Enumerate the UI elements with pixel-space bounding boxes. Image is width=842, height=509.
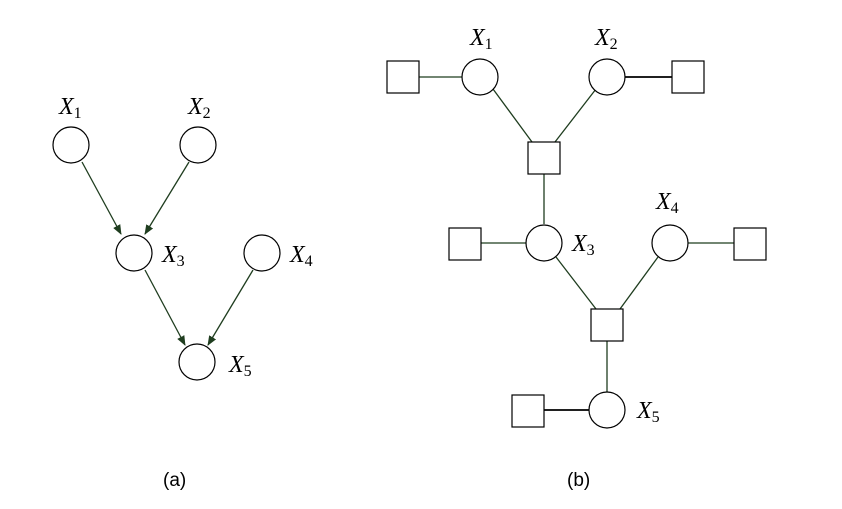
node-b-x4 <box>651 224 689 262</box>
edge-b-x4-f345 <box>619 256 659 310</box>
edge-b-x1-f123 <box>492 88 533 143</box>
label-a-x5: X5 <box>228 352 252 380</box>
label-b-x5: X5 <box>636 398 660 426</box>
edge-a-x3-x5 <box>144 269 186 346</box>
factor-b-f5 <box>511 394 545 428</box>
caption-b: (b) <box>567 470 590 491</box>
edge-a-x2-x3 <box>144 161 190 235</box>
factor-b-f4 <box>733 227 767 261</box>
panel-b: X1 X2 X3 X4 X5 (b) <box>386 25 767 491</box>
label-a-x3: X3 <box>161 242 185 270</box>
label-a-x1: X1 <box>58 94 82 122</box>
label-b-x1: X1 <box>469 25 493 53</box>
node-a-x1 <box>52 126 90 164</box>
label-b-x4: X4 <box>655 189 679 217</box>
label-a-x4: X4 <box>289 242 313 270</box>
edge-a-x1-x3 <box>81 161 122 235</box>
label-b-x3: X3 <box>571 231 595 259</box>
node-b-x2 <box>588 58 626 96</box>
node-a-x4 <box>243 234 281 272</box>
panel-a: X1 X2 X3 X4 X5 (a) <box>52 94 313 491</box>
edge-b-x2-f123 <box>554 88 597 143</box>
node-a-x2 <box>179 126 217 164</box>
factor-b-f123 <box>527 141 561 175</box>
edge-b-x3-f345 <box>555 256 597 310</box>
factor-b-f3 <box>448 227 482 261</box>
node-b-x3 <box>525 224 563 262</box>
edge-a-x4-x5 <box>207 269 254 346</box>
label-a-x2: X2 <box>187 94 211 122</box>
caption-a: (a) <box>163 470 186 491</box>
label-b-x2: X2 <box>594 25 618 53</box>
node-b-x1 <box>461 58 499 96</box>
node-a-x3 <box>115 234 153 272</box>
node-a-x5 <box>178 343 216 381</box>
factor-b-f345 <box>590 308 624 342</box>
factor-b-f2 <box>671 60 705 94</box>
node-b-x5 <box>588 391 626 429</box>
factor-b-f1 <box>386 60 420 94</box>
